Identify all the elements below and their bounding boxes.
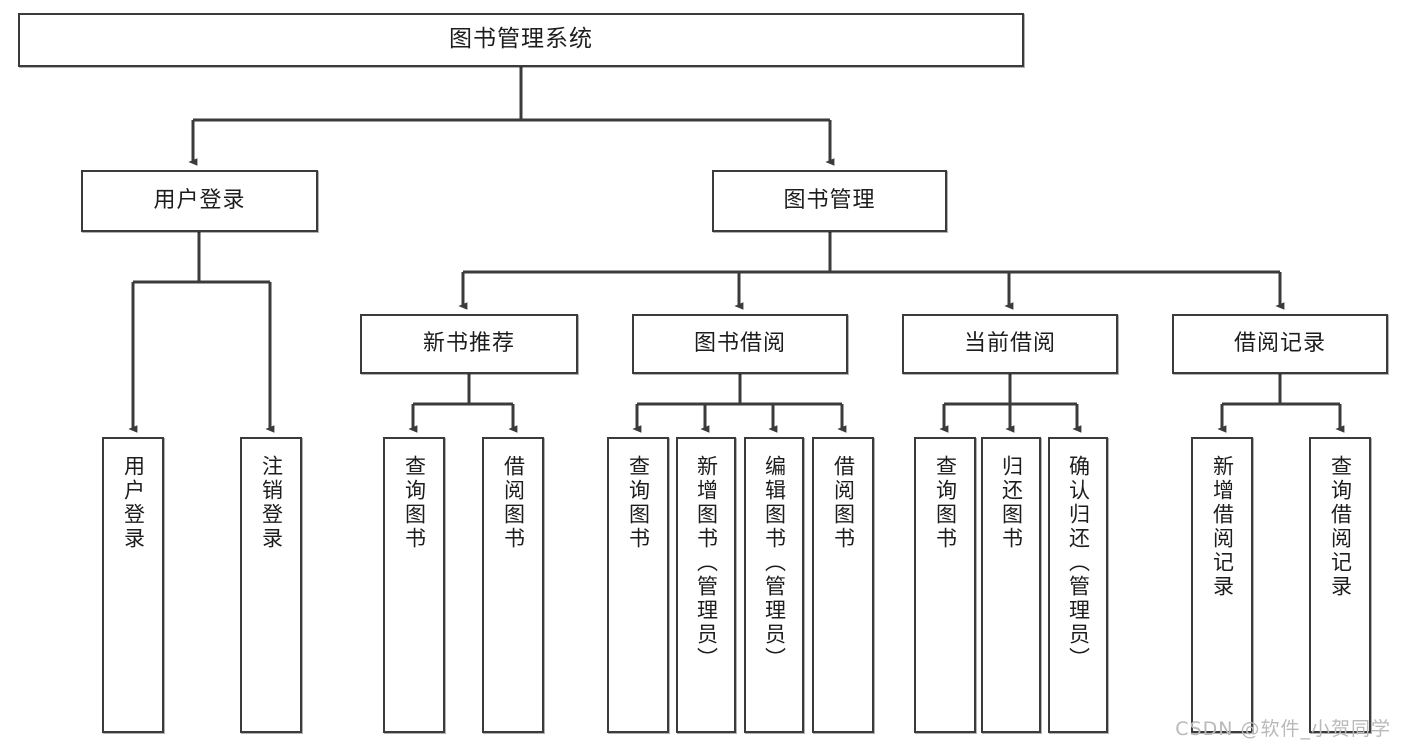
leaf-confirm-return-admin-label: 确认归还（管理员） bbox=[1066, 455, 1091, 671]
node-current-borrow-label: 当前借阅 bbox=[963, 330, 1056, 356]
node-book-borrow[interactable]: 图书借阅 bbox=[632, 314, 848, 374]
leaf-query-book-recommend[interactable]: 查询图书 bbox=[383, 437, 445, 733]
leaf-query-book-borrow-label: 查询图书 bbox=[626, 455, 651, 551]
node-book-borrow-label: 图书借阅 bbox=[693, 330, 786, 356]
leaf-borrow-book[interactable]: 借阅图书 bbox=[812, 437, 874, 733]
leaf-add-borrow-record-label: 新增借阅记录 bbox=[1210, 455, 1235, 599]
leaf-edit-book-admin[interactable]: 编辑图书（管理员） bbox=[744, 437, 804, 733]
leaf-query-book-current[interactable]: 查询图书 bbox=[914, 437, 976, 733]
node-root-label: 图书管理系统 bbox=[449, 26, 593, 53]
node-new-book-recommend[interactable]: 新书推荐 bbox=[360, 314, 578, 374]
leaf-borrow-book-label: 借阅图书 bbox=[831, 455, 856, 551]
leaf-return-book-label: 归还图书 bbox=[999, 455, 1024, 551]
leaf-borrow-book-recommend-label: 借阅图书 bbox=[501, 455, 526, 551]
leaf-logout-label: 注销登录 bbox=[259, 455, 284, 551]
leaf-query-book-current-label: 查询图书 bbox=[933, 455, 958, 551]
leaf-return-book[interactable]: 归还图书 bbox=[981, 437, 1041, 733]
node-book-management[interactable]: 图书管理 bbox=[712, 170, 947, 232]
leaf-confirm-return-admin[interactable]: 确认归还（管理员） bbox=[1048, 437, 1108, 733]
leaf-query-borrow-record[interactable]: 查询借阅记录 bbox=[1309, 437, 1371, 733]
leaf-edit-book-admin-label: 编辑图书（管理员） bbox=[762, 455, 787, 671]
leaf-query-book-recommend-label: 查询图书 bbox=[402, 455, 427, 551]
node-user-login[interactable]: 用户登录 bbox=[81, 170, 318, 232]
node-borrow-record-label: 借阅记录 bbox=[1233, 330, 1326, 356]
node-current-borrow[interactable]: 当前借阅 bbox=[902, 314, 1118, 374]
leaf-user-login[interactable]: 用户登录 bbox=[102, 437, 164, 733]
leaf-query-borrow-record-label: 查询借阅记录 bbox=[1328, 455, 1353, 599]
node-book-management-label: 图书管理 bbox=[783, 187, 876, 213]
leaf-add-borrow-record[interactable]: 新增借阅记录 bbox=[1191, 437, 1253, 733]
leaf-user-login-label: 用户登录 bbox=[121, 455, 146, 551]
leaf-add-book-admin[interactable]: 新增图书（管理员） bbox=[676, 437, 736, 733]
watermark: CSDN @软件_小贺同学 bbox=[1175, 718, 1391, 740]
leaf-borrow-book-recommend[interactable]: 借阅图书 bbox=[482, 437, 544, 733]
leaf-add-book-admin-label: 新增图书（管理员） bbox=[694, 455, 719, 671]
node-new-book-recommend-label: 新书推荐 bbox=[422, 330, 515, 356]
node-root[interactable]: 图书管理系统 bbox=[18, 13, 1024, 67]
node-borrow-record[interactable]: 借阅记录 bbox=[1172, 314, 1388, 374]
leaf-query-book-borrow[interactable]: 查询图书 bbox=[607, 437, 669, 733]
node-user-login-label: 用户登录 bbox=[153, 187, 246, 213]
leaf-logout[interactable]: 注销登录 bbox=[240, 437, 302, 733]
